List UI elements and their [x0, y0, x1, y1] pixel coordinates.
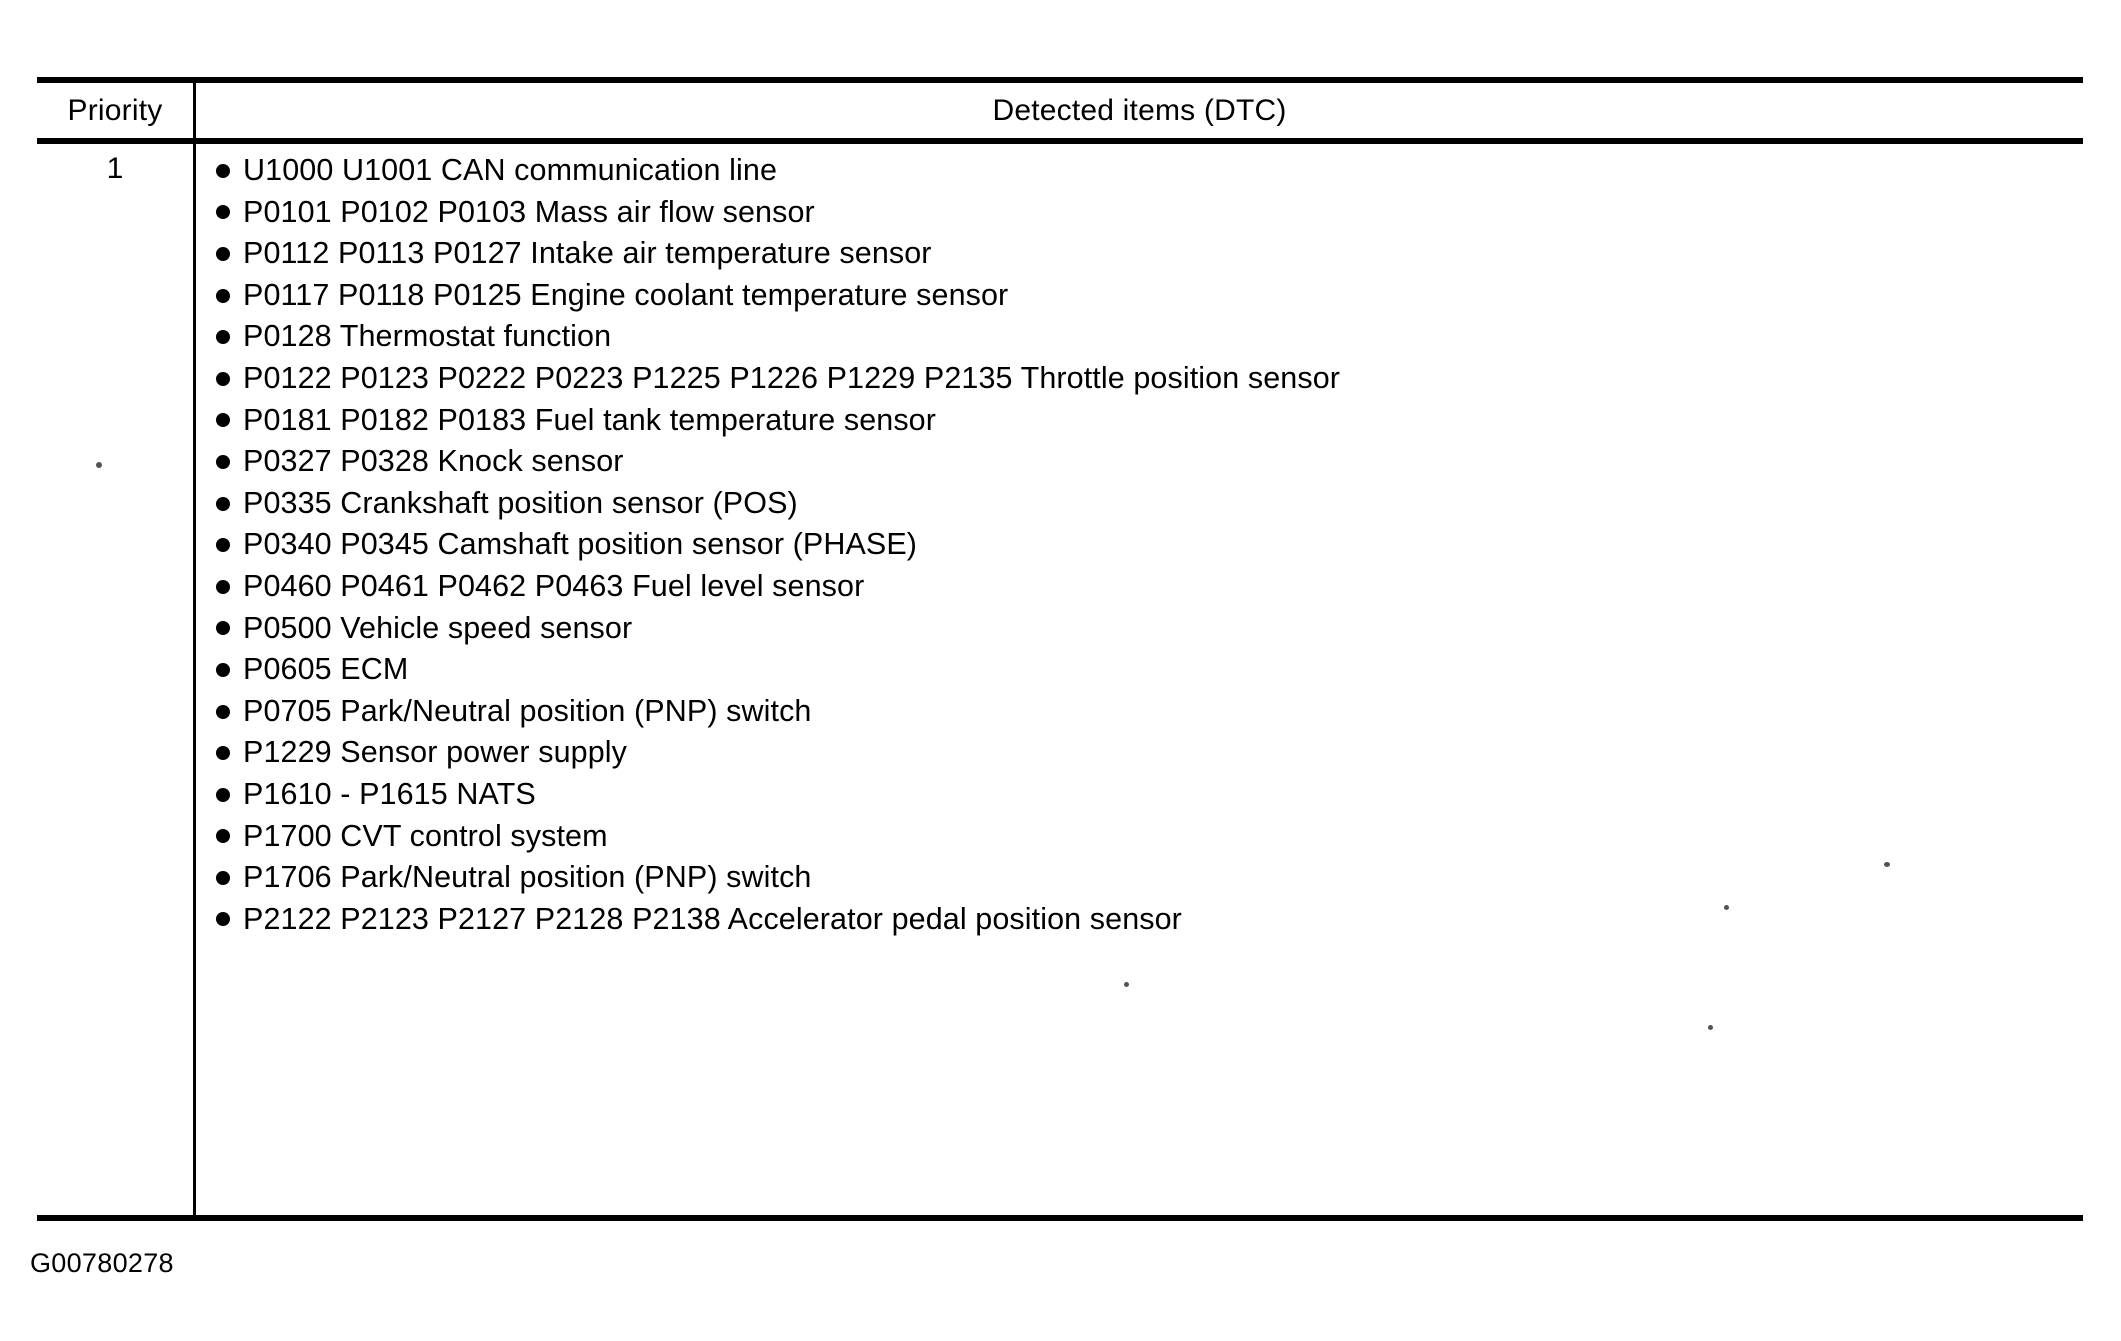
- list-item: P0181 P0182 P0183 Fuel tank temperature …: [196, 400, 2083, 442]
- dtc-text: P0327 P0328 Knock sensor: [243, 444, 624, 479]
- dtc-text: P1610 - P1615 NATS: [243, 776, 536, 811]
- list-item: P0122 P0123 P0222 P0223 P1225 P1226 P122…: [196, 358, 2083, 400]
- dtc-text: P0101 P0102 P0103 Mass air flow sensor: [243, 194, 815, 229]
- bullet-icon: [216, 912, 230, 927]
- bullet-icon: [216, 371, 230, 386]
- dtc-text: P0181 P0182 P0183 Fuel tank temperature …: [243, 402, 936, 437]
- bullet-icon: [216, 288, 230, 303]
- figure-caption: G00780278: [30, 1248, 174, 1278]
- scan-speckle: [1708, 1025, 1713, 1030]
- column-header-detected-items: Detected items (DTC): [992, 93, 1287, 127]
- list-item: P0605 ECM: [196, 649, 2083, 691]
- dtc-text: P0122 P0123 P0222 P0223 P1225 P1226 P122…: [243, 360, 1341, 395]
- table-header-column-divider: [193, 83, 196, 138]
- scan-speckle: [1884, 862, 1890, 867]
- bullet-icon: [216, 496, 230, 511]
- dtc-text: P1229 Sensor power supply: [243, 735, 627, 770]
- dtc-text: P0112 P0113 P0127 Intake air temperature…: [243, 236, 932, 271]
- dtc-text: P0605 ECM: [243, 652, 409, 687]
- bullet-icon: [216, 746, 230, 761]
- list-item: P0500 Vehicle speed sensor: [196, 608, 2083, 650]
- bullet-icon: [216, 246, 230, 261]
- dtc-text: U1000 U1001 CAN communication line: [243, 153, 778, 187]
- scan-speckle: [1724, 905, 1729, 910]
- scan-speckle: [96, 462, 102, 468]
- list-item: P1706 Park/Neutral position (PNP) switch: [196, 857, 2083, 899]
- dtc-text: P0340 P0345 Camshaft position sensor (PH…: [243, 527, 918, 562]
- column-header-priority: Priority: [67, 93, 163, 127]
- table-header-border: [37, 138, 2083, 144]
- list-item: P0340 P0345 Camshaft position sensor (PH…: [196, 524, 2083, 566]
- bullet-icon: [216, 704, 230, 719]
- table-bottom-border: [37, 1215, 2083, 1221]
- list-item: P0327 P0328 Knock sensor: [196, 441, 2083, 483]
- list-item: P0112 P0113 P0127 Intake air temperature…: [196, 233, 2083, 275]
- bullet-icon: [216, 870, 230, 885]
- list-item: P0705 Park/Neutral position (PNP) switch: [196, 691, 2083, 733]
- list-item: P0128 Thermostat function: [196, 316, 2083, 358]
- list-item: P0117 P0118 P0125 Engine coolant tempera…: [196, 275, 2083, 317]
- detected-items-cell: U1000 U1001 CAN communication line P0101…: [196, 150, 2083, 940]
- dtc-text: P0460 P0461 P0462 P0463 Fuel level senso…: [243, 568, 865, 603]
- list-item: P1700 CVT control system: [196, 816, 2083, 858]
- table-header-row: Priority Detected items (DTC): [37, 83, 2083, 138]
- dtc-text: P0500 Vehicle speed sensor: [243, 610, 633, 645]
- dtc-text: P0705 Park/Neutral position (PNP) switch: [243, 693, 812, 728]
- bullet-icon: [216, 205, 230, 220]
- bullet-icon: [216, 330, 230, 345]
- bullet-icon: [216, 662, 230, 677]
- list-item: P2122 P2123 P2127 P2128 P2138 Accelerato…: [196, 899, 2083, 941]
- dtc-text: P0335 Crankshaft position sensor (POS): [243, 485, 798, 520]
- scan-speckle: [1124, 982, 1129, 987]
- dtc-text: P0117 P0118 P0125 Engine coolant tempera…: [243, 277, 1009, 312]
- list-item: P0460 P0461 P0462 P0463 Fuel level senso…: [196, 566, 2083, 608]
- list-item: P0335 Crankshaft position sensor (POS): [196, 483, 2083, 525]
- list-item: P0101 P0102 P0103 Mass air flow sensor: [196, 192, 2083, 234]
- bullet-icon: [216, 579, 230, 594]
- table-top-border: [37, 77, 2083, 83]
- bullet-icon: [216, 621, 230, 636]
- bullet-icon: [216, 538, 230, 553]
- list-item: U1000 U1001 CAN communication line: [196, 150, 2083, 192]
- priority-value: 1: [106, 152, 124, 185]
- bullet-icon: [216, 163, 230, 178]
- dtc-text: P0128 Thermostat function: [243, 319, 612, 354]
- table-body-column-divider: [193, 144, 196, 1215]
- list-item: P1610 - P1615 NATS: [196, 774, 2083, 816]
- dtc-text: P1706 Park/Neutral position (PNP) switch: [243, 860, 812, 895]
- dtc-text: P1700 CVT control system: [243, 818, 608, 853]
- bullet-icon: [216, 787, 230, 802]
- list-item: P1229 Sensor power supply: [196, 732, 2083, 774]
- bullet-icon: [216, 413, 230, 428]
- dtc-list: U1000 U1001 CAN communication line P0101…: [196, 150, 2083, 940]
- bullet-icon: [216, 829, 230, 844]
- bullet-icon: [216, 454, 230, 469]
- dtc-text: P2122 P2123 P2127 P2128 P2138 Accelerato…: [243, 901, 1182, 936]
